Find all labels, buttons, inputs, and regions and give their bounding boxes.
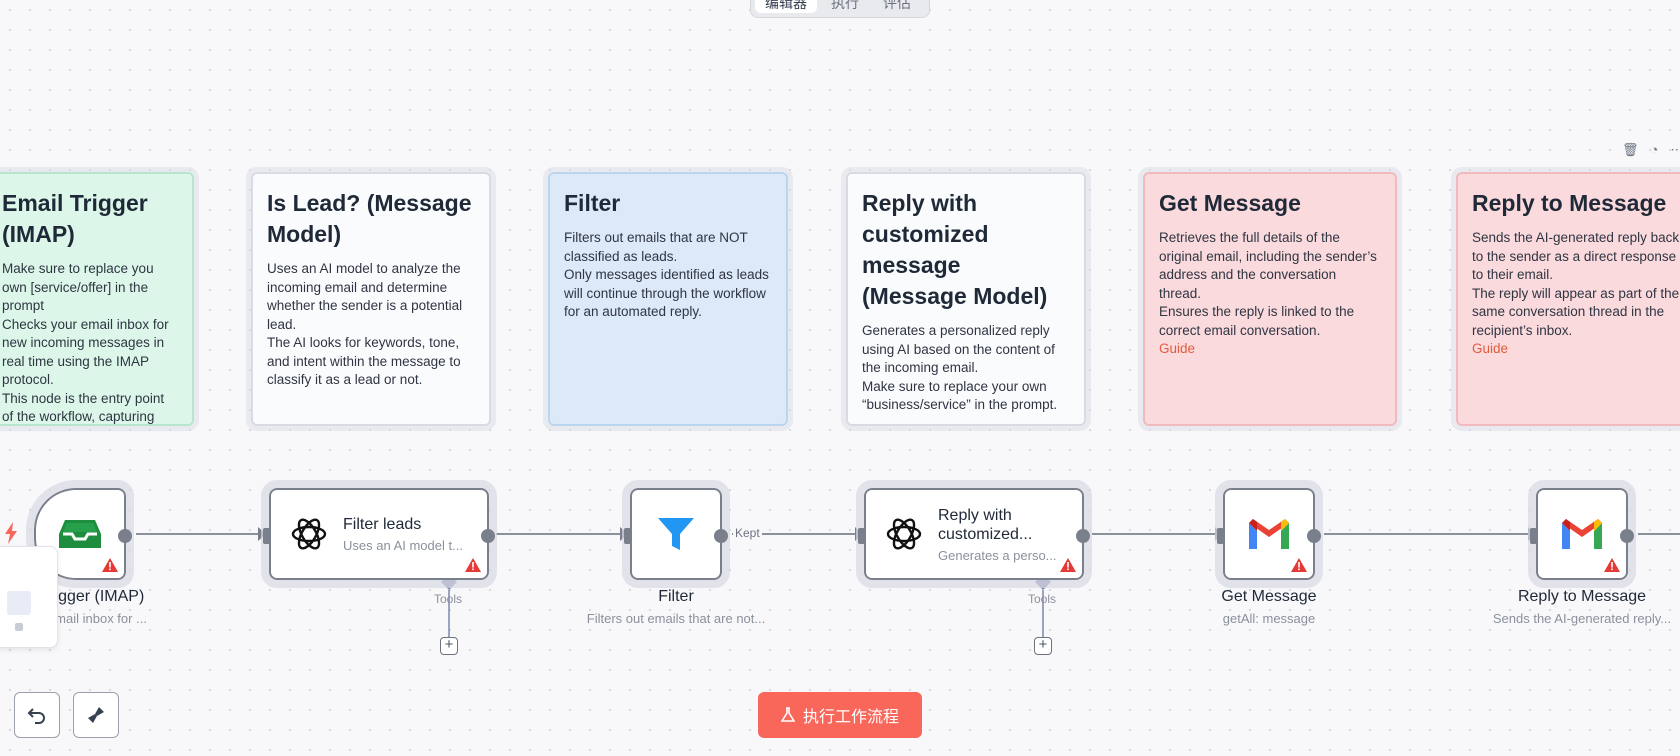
openai-icon (884, 514, 924, 554)
note-title: Email Trigger (IMAP) (2, 190, 148, 247)
note-text: Only messages identified as leads will c… (564, 267, 769, 319)
node-details-panel[interactable] (0, 546, 58, 648)
node-filter[interactable] (622, 480, 730, 588)
output-port[interactable] (1620, 529, 1634, 543)
node-sublabel: r email inbox for ... (40, 611, 147, 626)
guide-link[interactable]: Guide (1472, 341, 1509, 356)
tab-executions[interactable]: 执行 (831, 0, 859, 11)
sticky-note-is-lead[interactable]: Is Lead? (Message Model) Uses an AI mode… (246, 167, 496, 431)
node-label: Filter (658, 588, 694, 605)
sticky-note-reply-customized[interactable]: Reply with customized message (Message M… (841, 167, 1091, 431)
node-sublabel: getAll: message (1222, 611, 1316, 626)
more-icon[interactable]: ⋯ (1670, 142, 1680, 157)
note-text: The reply will appear as part of the sam… (1472, 285, 1680, 338)
gmail-icon (1225, 490, 1313, 578)
warning-icon (1060, 558, 1076, 572)
node-get-message[interactable] (1215, 480, 1323, 588)
note-text: Retrieves the full details of the origin… (1159, 230, 1377, 301)
warning-icon (102, 558, 118, 572)
tab-evaluations[interactable]: 评估 (883, 0, 911, 11)
clear-button[interactable] (73, 692, 119, 738)
note-text: Sends the AI-generated reply back to the… (1472, 230, 1680, 282)
node-label: Reply to Message (1517, 588, 1647, 605)
node-filter-leads[interactable]: Filter leads Uses an AI model t... (261, 480, 497, 588)
input-port[interactable] (858, 528, 865, 544)
panel-thumbnail (7, 591, 31, 615)
sticky-note-reply-to-message[interactable]: Reply to Message Sends the AI-generated … (1451, 167, 1680, 431)
palette-icon[interactable]: ◔ (1650, 142, 1659, 157)
kept-label: Kept (733, 526, 762, 540)
warning-icon (1291, 558, 1307, 572)
node-title: Reply with customized... (938, 506, 1033, 543)
sticky-note-get-message[interactable]: Get Message Retrieves the full details o… (1138, 167, 1402, 431)
input-port[interactable] (624, 528, 631, 544)
warning-icon (1604, 558, 1620, 572)
tab-editor[interactable]: 编辑器 (755, 0, 817, 13)
filter-icon (632, 490, 720, 578)
node-sublabel: Sends the AI-generated reply... (1492, 611, 1672, 626)
input-port[interactable] (1530, 528, 1537, 544)
node-sublabel: Filters out emails that are not... (586, 611, 766, 626)
sticky-note-filter[interactable]: Filter Filters out emails that are NOT c… (543, 167, 793, 431)
note-text: Ensures the reply is linked to the corre… (1159, 304, 1355, 338)
note-text: Filters out emails that are NOT classifi… (564, 230, 748, 264)
node-label: Get Message (1221, 588, 1317, 605)
guide-link[interactable]: Guide (1159, 341, 1196, 356)
input-port[interactable] (1217, 528, 1224, 544)
execute-workflow-button[interactable]: 执行工作流程 (758, 692, 922, 738)
sticky-note-email-trigger[interactable]: Email Trigger (IMAP) Make sure to replac… (0, 167, 199, 431)
note-title: Reply to Message (1472, 190, 1667, 216)
broom-icon (88, 707, 104, 723)
output-port[interactable] (118, 529, 132, 543)
note-text: This node is the entry point of the work… (2, 390, 165, 425)
undo-icon (27, 708, 45, 724)
node-email-trigger[interactable] (26, 480, 134, 588)
output-port[interactable] (1076, 529, 1090, 543)
add-tool-button[interactable]: + (440, 637, 458, 655)
trigger-bolt-icon (5, 522, 17, 544)
output-port[interactable] (714, 529, 728, 543)
input-port[interactable] (263, 528, 270, 544)
note-title: Get Message (1159, 190, 1301, 216)
view-switcher: 编辑器 执行 评估 (750, 0, 930, 18)
add-tool-button[interactable]: + (1034, 637, 1052, 655)
note-text: Make sure to replace your own “business/… (862, 378, 1058, 413)
tools-label: Tools (1028, 592, 1057, 606)
gmail-icon (1538, 490, 1626, 578)
note-text: The AI looks for keywords, tone, and int… (267, 335, 461, 387)
node-subtitle: Uses an AI model t... (343, 538, 463, 553)
undo-button[interactable] (14, 692, 60, 738)
inbox-icon (36, 490, 124, 578)
note-text: Make sure to replace you own [service/of… (2, 261, 154, 313)
node-subtitle: Generates a perso... (938, 547, 1057, 563)
openai-icon (289, 514, 329, 554)
note-title: Is Lead? (Message Model) (267, 190, 472, 247)
sticky-toolbar: 🗑 ◔ ⋯ (1622, 142, 1680, 158)
warning-icon (465, 558, 481, 572)
note-text: Checks your email inbox for new incoming… (2, 316, 169, 388)
node-reply-customized[interactable]: Reply with customized... Generates a per… (856, 480, 1092, 588)
output-port[interactable] (481, 529, 495, 543)
node-title: Filter leads (343, 516, 422, 533)
node-reply-to-message[interactable] (1528, 480, 1636, 588)
note-title: Filter (564, 190, 621, 216)
note-text: Uses an AI model to analyze the incoming… (267, 261, 463, 332)
flask-icon (780, 707, 795, 722)
trash-icon[interactable]: 🗑 (1622, 142, 1639, 157)
tools-label: Tools (434, 592, 463, 606)
execute-workflow-label: 执行工作流程 (802, 709, 899, 726)
note-title: Reply with customized message (Message M… (862, 190, 1048, 309)
node-label: Trigger (IMAP) (40, 588, 145, 605)
note-text: Generates a personalized reply using AI … (862, 323, 1055, 375)
panel-dot (15, 623, 23, 631)
output-port[interactable] (1307, 529, 1321, 543)
